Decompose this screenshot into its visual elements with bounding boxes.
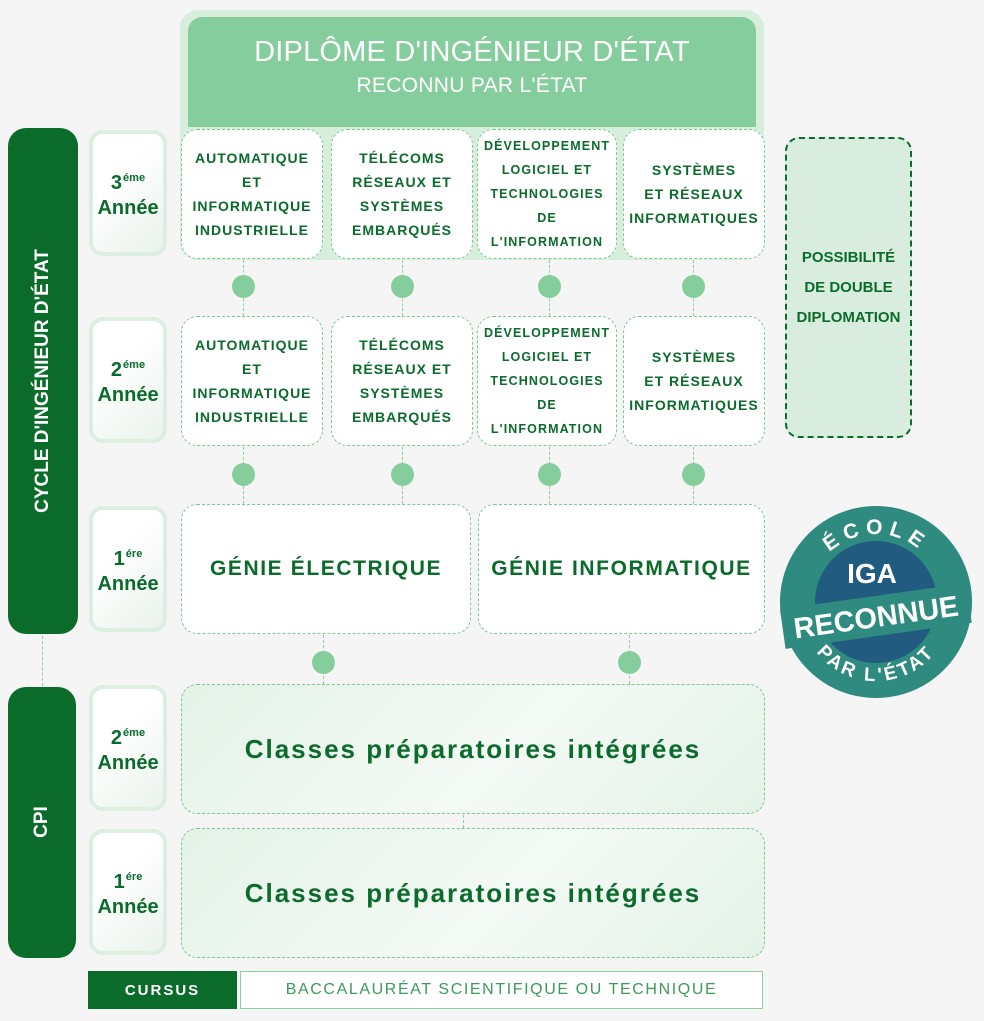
cpi-bar (8, 687, 76, 958)
spec-3-automatique: AUTOMATIQUE ET INFORMATIQUE INDUSTRIELLE (181, 129, 323, 259)
cpi-year-2-box: 2éme Année (89, 685, 167, 811)
connector-dot (682, 463, 705, 486)
prepa-year-2-box: Classes préparatoires intégrées (181, 684, 765, 814)
spec-3-developpement: DÉVELOPPEMENT LOGICIEL ET TECHNOLOGIES D… (477, 129, 617, 259)
spec-2-developpement: DÉVELOPPEMENT LOGICIEL ET TECHNOLOGIES D… (477, 316, 617, 446)
connector-dot (538, 275, 561, 298)
diploma-header (188, 17, 756, 127)
cycle-bar (8, 128, 78, 634)
connector-line (463, 815, 464, 828)
connector-dot (232, 275, 255, 298)
connector-dot (312, 651, 335, 674)
double-diploma-box: POSSIBILITÉ DE DOUBLE DIPLOMATION (785, 137, 912, 438)
spec-3-telecoms: TÉLÉCOMS RÉSEAUX ET SYSTÈMES EMBARQUÉS (331, 129, 473, 259)
spec-2-systemes: SYSTÈMES ET RÉSEAUX INFORMATIQUES (623, 316, 765, 446)
connector-dot (232, 463, 255, 486)
spec-2-telecoms: TÉLÉCOMS RÉSEAUX ET SYSTÈMES EMBARQUÉS (331, 316, 473, 446)
cpi-year-1-box: 1ére Année (89, 829, 167, 955)
badge-line-1: IGA (847, 558, 897, 589)
bac-label: BACCALAURÉAT SCIENTIFIQUE OU TECHNIQUE (240, 971, 763, 1009)
year-3-box: 3éme Année (89, 130, 167, 256)
cycle-connector (42, 636, 43, 686)
diploma-title: DIPLÔME D'INGÉNIEUR D'ÉTAT (254, 36, 690, 68)
cpi-label: CPI (31, 806, 52, 838)
genie-electrique-box: GÉNIE ÉLECTRIQUE (181, 504, 471, 634)
connector-dot (391, 463, 414, 486)
year-1-box: 1ére Année (89, 506, 167, 632)
connector-dot (618, 651, 641, 674)
cycle-label: CYCLE D'INGÉNIEUR D'ÉTAT (32, 249, 53, 513)
connector-dot (682, 275, 705, 298)
diploma-subtitle: RECONNU PAR L'ÉTAT (356, 74, 588, 97)
connector-dot (391, 275, 414, 298)
prepa-year-1-box: Classes préparatoires intégrées (181, 828, 765, 958)
genie-informatique-box: GÉNIE INFORMATIQUE (478, 504, 765, 634)
spec-3-systemes: SYSTÈMES ET RÉSEAUX INFORMATIQUES (623, 129, 765, 259)
connector-dot (538, 463, 561, 486)
year-2-box: 2éme Année (89, 317, 167, 443)
iga-badge: ÉCOLE PAR L'ÉTAT IGA RECONNUE (779, 506, 972, 698)
cursus-label: CURSUS (88, 971, 237, 1009)
badge-ribbon (779, 583, 972, 649)
spec-2-automatique: AUTOMATIQUE ET INFORMATIQUE INDUSTRIELLE (181, 316, 323, 446)
